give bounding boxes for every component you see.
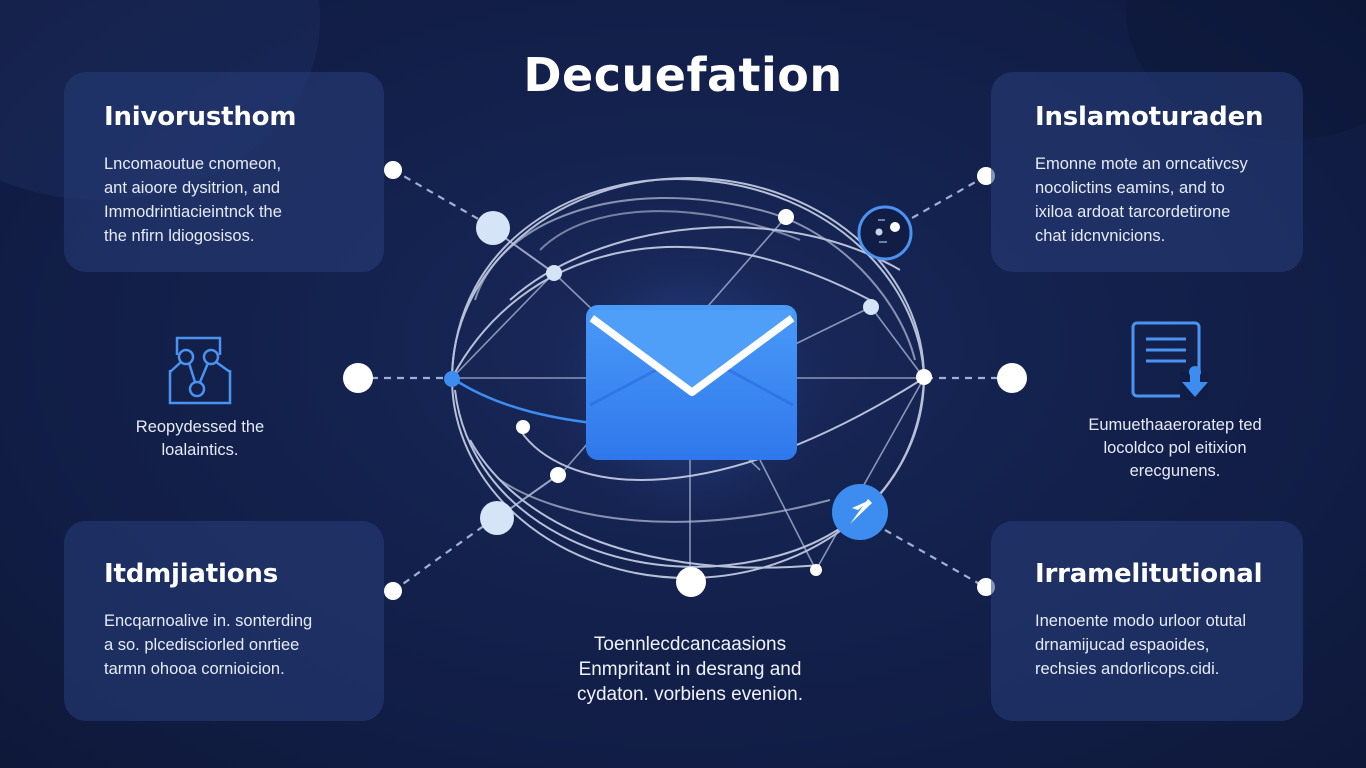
card-heading: Inivorusthom	[104, 102, 297, 132]
node	[546, 265, 562, 281]
card-bottom-left: Itdmjiations Encqarnoalive in. sonterdin…	[64, 521, 384, 721]
node	[480, 501, 514, 535]
node	[343, 363, 373, 393]
card-heading: Itdmjiations	[104, 559, 278, 589]
orbit-lines	[451, 177, 925, 579]
node	[997, 363, 1027, 393]
node	[810, 564, 822, 576]
node	[916, 369, 932, 385]
node	[863, 299, 879, 315]
node	[516, 420, 530, 434]
node	[977, 578, 995, 596]
network-nodes	[343, 161, 1027, 600]
card-heading: Inslamoturaden	[1035, 102, 1264, 132]
card-body-line: ixiloa ardoat tarcordetirone	[1035, 203, 1231, 221]
node	[550, 467, 566, 483]
card-body-line: Lncomaoutue cnomeon,	[104, 155, 282, 173]
face-outline-icon	[857, 205, 913, 261]
node-accent	[444, 371, 460, 387]
card-bottom-right: Irramelitutional Inenoente modo urloor o…	[991, 521, 1303, 721]
side-text-line: loalaintics.	[161, 441, 239, 459]
center-caption: Toennlecdcancaasions Enmpritant in desra…	[540, 632, 840, 707]
compass-send-icon	[832, 484, 888, 540]
card-body-line: rechsies andorlicops.cidi.	[1035, 660, 1220, 678]
card-body-line: drnamijucad espaoides,	[1035, 636, 1210, 654]
page-title: Decuefation	[523, 48, 843, 102]
dashed-connectors	[358, 169, 1010, 592]
node	[676, 567, 706, 597]
side-text-line: erecgunens.	[1129, 462, 1221, 480]
node	[384, 161, 402, 179]
envelope-mail-icon	[586, 305, 797, 460]
card-top-right: Inslamoturaden Emonne mote an orncativcs…	[991, 72, 1303, 272]
node	[384, 582, 402, 600]
network-hierarchy-icon	[168, 336, 232, 405]
card-body-line: Emonne mote an orncativcsy	[1035, 155, 1248, 173]
caption-line: Toennlecdcancaasions	[593, 634, 787, 655]
card-body-line: Inenoente modo urloor otutal	[1035, 612, 1246, 630]
card-body-line: Encqarnoalive in. sonterding	[104, 612, 313, 630]
side-text-line: Eumuethaaeroratep ted	[1088, 416, 1262, 434]
caption-line: Enmpritant in desrang and	[578, 659, 802, 680]
document-download-icon	[1131, 321, 1208, 400]
caption-line: cydaton. vorbiens evenion.	[576, 684, 804, 705]
side-block-right: Eumuethaaeroratep ted locoldco pol eitix…	[1055, 318, 1295, 483]
card-body-line: nocolictins eamins, and to	[1035, 179, 1225, 197]
side-block-left: Reopydessed the loalaintics.	[100, 332, 300, 462]
node	[778, 209, 794, 225]
card-body-line: chat idcnvnicions.	[1035, 227, 1166, 245]
card-body-line: the nfirn ldiogosisos.	[104, 227, 255, 245]
card-heading: Irramelitutional	[1035, 559, 1263, 589]
card-body-line: a so. plcedisciorled onrtiee	[104, 636, 300, 654]
node	[977, 167, 995, 185]
side-text-line: locoldco pol eitixion	[1103, 439, 1247, 457]
side-text-line: Reopydessed the	[135, 418, 265, 436]
node	[476, 211, 510, 245]
card-body-line: Immodrintiacieintnck the	[104, 203, 282, 221]
card-body-line: ant aioore dysitrion, and	[104, 179, 281, 197]
card-top-left: Inivorusthom Lncomaoutue cnomeon, ant ai…	[64, 72, 384, 272]
card-body-line: tarmn ohooa cornioicion.	[104, 660, 285, 678]
